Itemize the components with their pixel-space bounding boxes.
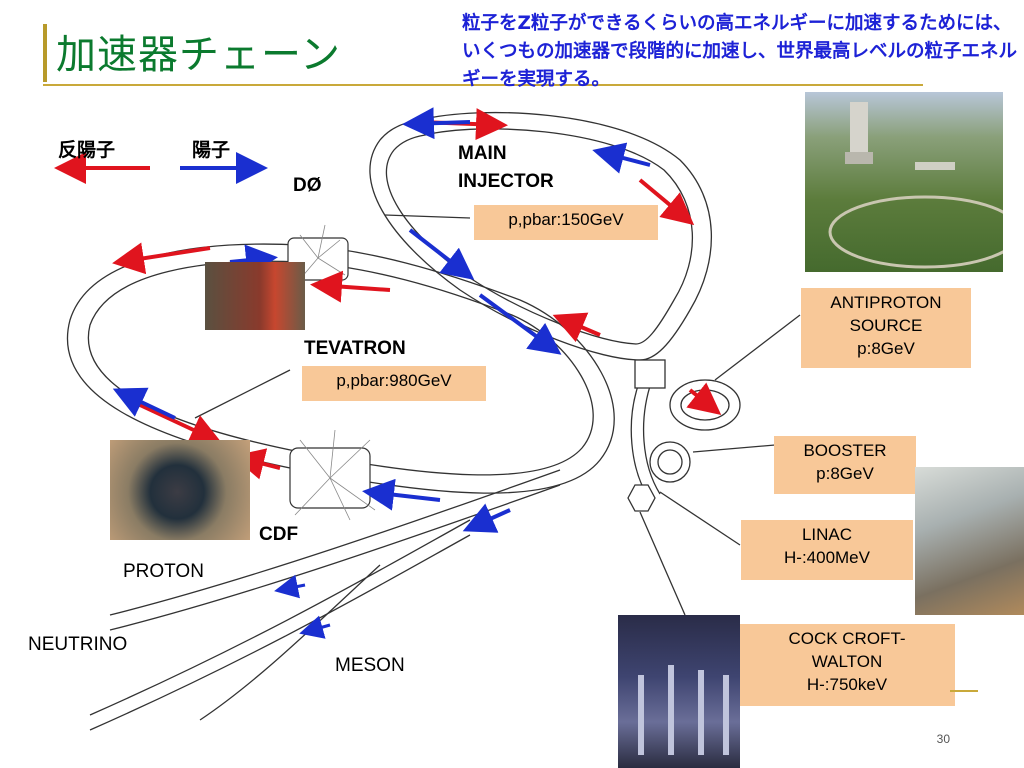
- tevatron-energy: p,pbar:980GeV: [336, 371, 452, 390]
- cdf-detector-photo: [110, 440, 250, 540]
- proton-beamline-label: PROTON: [123, 561, 204, 582]
- booster-line-1: BOOSTER: [803, 441, 887, 460]
- page-number: 30: [936, 732, 950, 746]
- cockcroft-box: COCK CROFT- WALTON H-:750keV: [739, 624, 955, 706]
- main-injector-label-1: MAIN: [458, 143, 507, 164]
- cockcroft-walton-photo: [618, 615, 740, 768]
- linac-photo: [915, 467, 1024, 615]
- cdf-label: CDF: [259, 524, 299, 545]
- slide-subtitle: 粒子をZ粒子ができるくらいの高エネルギーに加速するためには、いくつもの加速器で段…: [462, 13, 1018, 90]
- linac-line-2: H-:400MeV: [784, 548, 870, 567]
- cockcroft-line-2: WALTON: [811, 652, 883, 671]
- neutrino-beamline-label: NEUTRINO: [28, 634, 128, 655]
- cockcroft-source: [627, 484, 656, 512]
- d0-detector-photo: [205, 262, 305, 330]
- antiproton-source-box: ANTIPROTON SOURCE p:8GeV: [801, 288, 971, 368]
- legend-antiproton: 反陽子: [58, 140, 116, 161]
- meson-beamline-label: MESON: [335, 655, 405, 676]
- footer-rule: [950, 690, 978, 692]
- booster-ring: [649, 441, 691, 483]
- legend-proton: 陽子: [192, 140, 231, 161]
- tevatron-label: TEVATRON: [304, 338, 406, 359]
- meson-beamline: [199, 564, 381, 721]
- linac-line-1: LINAC: [801, 525, 853, 544]
- fermilab-aerial-photo: [805, 92, 1003, 272]
- booster-box: BOOSTER p:8GeV: [774, 436, 916, 494]
- main-injector-ring-inner: [385, 128, 694, 345]
- antiproton-source-line-1: ANTIPROTON: [830, 293, 942, 312]
- booster-line-2: p:8GeV: [816, 464, 874, 483]
- antiproton-source-line-2: SOURCE: [849, 316, 923, 335]
- antiproton-ring: [669, 379, 741, 431]
- main-injector-energy-box: p,pbar:150GeV: [474, 205, 658, 240]
- main-injector-label-2: INJECTOR: [458, 171, 554, 192]
- antiproton-source-line-3: p:8GeV: [857, 339, 915, 358]
- tevatron-ring-outer: [66, 243, 615, 494]
- linac-box: LINAC H-:400MeV: [741, 520, 913, 580]
- main-injector-energy: p,pbar:150GeV: [508, 210, 624, 229]
- cockcroft-line-1: COCK CROFT-: [788, 629, 906, 648]
- d0-label: DØ: [293, 175, 322, 196]
- cockcroft-line-3: H-:750keV: [806, 675, 888, 694]
- proton-beamline: [109, 469, 561, 616]
- title-underline: [43, 84, 923, 86]
- neutrino-beamline: [89, 519, 471, 716]
- slide-title: 加速器チェーン: [56, 32, 341, 78]
- tevatron-energy-box: p,pbar:980GeV: [302, 366, 486, 401]
- title-accent-bar: [43, 24, 47, 82]
